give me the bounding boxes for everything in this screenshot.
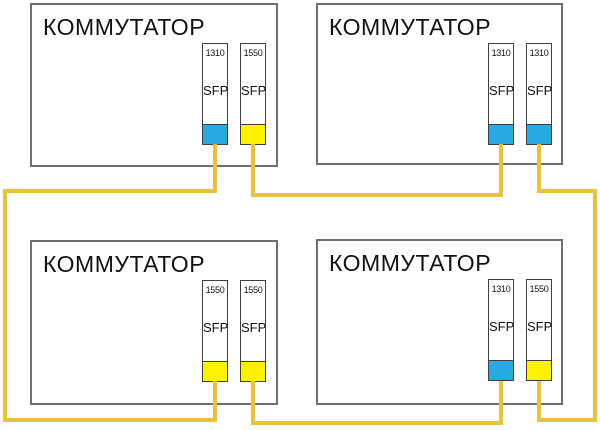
sfp-module: 1310 SFP xyxy=(202,43,228,145)
sfp-connector xyxy=(202,361,228,382)
sfp-type-label: SFP xyxy=(241,83,267,98)
sfp-type-label: SFP xyxy=(527,319,553,334)
sfp-connector xyxy=(488,124,514,145)
sfp-module: 1310 SFP xyxy=(526,43,552,145)
sfp-type-label: SFP xyxy=(527,83,553,98)
switch-bottom-right: КОММУТАТОР 1310 SFP 1550 SFP xyxy=(316,239,563,405)
switch-title: КОММУТАТОР xyxy=(43,14,206,40)
switch-top-right: КОММУТАТОР 1310 SFP 1310 SFP xyxy=(316,3,563,165)
switch-title: КОММУТАТОР xyxy=(329,250,492,276)
sfp-module: 1310 SFP xyxy=(488,279,514,381)
switch-title: КОММУТАТОР xyxy=(329,14,492,40)
sfp-wavelength-label: 1310 xyxy=(205,48,225,58)
sfp-wavelength-label: 1310 xyxy=(491,48,511,58)
sfp-connector xyxy=(240,361,266,382)
sfp-wavelength-label: 1310 xyxy=(491,284,511,294)
sfp-connector xyxy=(488,360,514,381)
sfp-connector xyxy=(240,124,266,145)
sfp-connector xyxy=(526,360,552,381)
sfp-type-label: SFP xyxy=(241,320,267,335)
sfp-connector xyxy=(202,124,228,145)
switch-title: КОММУТАТОР xyxy=(43,251,206,277)
sfp-type-label: SFP xyxy=(489,83,515,98)
sfp-wavelength-label: 1550 xyxy=(205,285,225,295)
sfp-module: 1550 SFP xyxy=(240,43,266,145)
sfp-module: 1550 SFP xyxy=(240,280,266,382)
sfp-wavelength-label: 1550 xyxy=(243,48,263,58)
switch-top-left: КОММУТАТОР 1310 SFP 1550 SFP xyxy=(30,3,278,167)
sfp-wavelength-label: 1310 xyxy=(529,48,549,58)
sfp-module: 1550 SFP xyxy=(526,279,552,381)
sfp-type-label: SFP xyxy=(203,320,229,335)
sfp-wavelength-label: 1550 xyxy=(529,284,549,294)
sfp-type-label: SFP xyxy=(489,319,515,334)
sfp-module: 1310 SFP xyxy=(488,43,514,145)
sfp-type-label: SFP xyxy=(203,83,229,98)
sfp-wavelength-label: 1550 xyxy=(243,285,263,295)
switch-bottom-left: КОММУТАТОР 1550 SFP 1550 SFP xyxy=(30,240,278,405)
sfp-module: 1550 SFP xyxy=(202,280,228,382)
sfp-connector xyxy=(526,124,552,145)
